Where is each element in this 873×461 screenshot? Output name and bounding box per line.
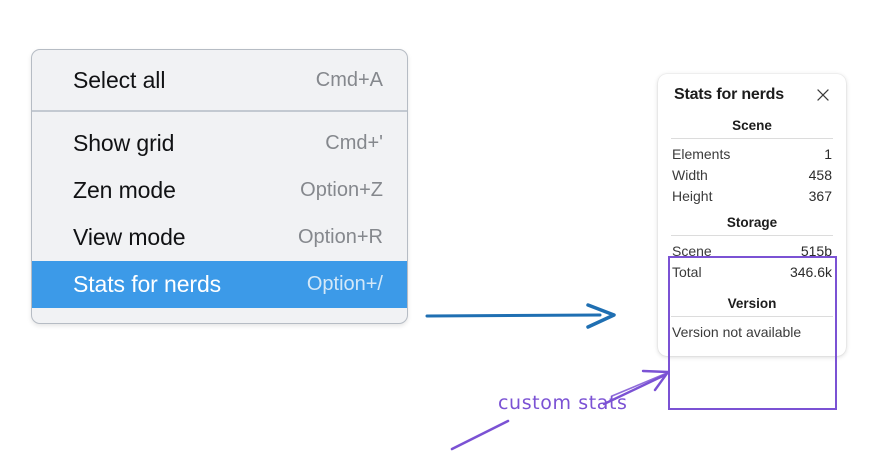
menu-item-label: View mode bbox=[73, 224, 186, 250]
menu-separator bbox=[32, 110, 407, 112]
section-heading: Version bbox=[727, 296, 777, 311]
stat-key: Scene bbox=[672, 242, 712, 259]
menu-item-label: Stats for nerds bbox=[73, 271, 222, 297]
stats-section-storage: Storage Scene 515b Total 346.6k bbox=[658, 213, 846, 282]
stat-value: 1 bbox=[824, 145, 832, 162]
stats-section-scene: Scene Elements 1 Width 458 Height 367 bbox=[658, 116, 846, 206]
menu-item-label: Show grid bbox=[73, 130, 175, 156]
menu-item-shortcut: Option+R bbox=[297, 226, 383, 248]
stat-row: Total 346.6k bbox=[658, 261, 846, 282]
menu-item-stats-for-nerds[interactable]: Stats for nerds Option+/ bbox=[32, 261, 407, 308]
stat-key: Height bbox=[672, 187, 713, 204]
menu-item-show-grid[interactable]: Show grid Cmd+' bbox=[32, 120, 407, 167]
menu-item-label: Select all bbox=[73, 67, 166, 93]
menu-item-shortcut: Option+/ bbox=[306, 273, 383, 295]
stat-value: 367 bbox=[808, 187, 832, 204]
close-icon[interactable] bbox=[814, 86, 832, 104]
menu-item-select-all[interactable]: Select all Cmd+A bbox=[32, 57, 407, 104]
panel-titlebar: Stats for nerds bbox=[658, 86, 846, 104]
stat-key: Elements bbox=[672, 145, 731, 162]
stat-key: Width bbox=[672, 166, 708, 183]
stat-key: Total bbox=[672, 263, 702, 280]
menu-item-zen-mode[interactable]: Zen mode Option+Z bbox=[32, 167, 407, 214]
menu-item-shortcut: Cmd+' bbox=[325, 132, 383, 154]
section-divider bbox=[671, 138, 833, 139]
stat-value: 458 bbox=[808, 166, 832, 183]
menu-item-shortcut: Cmd+A bbox=[315, 69, 383, 91]
stats-for-nerds-panel: Stats for nerds Scene Elements 1 Width 4… bbox=[658, 74, 846, 356]
stats-section-version: Version Version not available bbox=[658, 294, 846, 342]
menu-item-view-mode[interactable]: View mode Option+R bbox=[32, 214, 407, 261]
menu-item-shortcut: Option+Z bbox=[300, 179, 383, 201]
stat-row: Scene 515b bbox=[658, 240, 846, 261]
menu-group-primary: Select all Cmd+A bbox=[32, 50, 407, 110]
menu-group-view: Show grid Cmd+' Zen mode Option+Z View m… bbox=[32, 112, 407, 308]
custom-stats-label: custom stats bbox=[498, 392, 628, 414]
section-divider bbox=[671, 235, 833, 236]
section-divider bbox=[671, 316, 833, 317]
menu-item-label: Zen mode bbox=[73, 177, 176, 203]
stat-row: Elements 1 bbox=[658, 143, 846, 164]
section-heading: Scene bbox=[732, 118, 772, 133]
stat-value: 515b bbox=[800, 242, 832, 259]
section-heading: Storage bbox=[726, 215, 778, 230]
stat-row: Height 367 bbox=[658, 185, 846, 206]
panel-title: Stats for nerds bbox=[674, 86, 784, 103]
stat-row: Width 458 bbox=[658, 164, 846, 185]
version-note: Version not available bbox=[672, 324, 802, 340]
stat-value: 346.6k bbox=[789, 263, 832, 280]
context-menu[interactable]: Select all Cmd+A Show grid Cmd+' Zen mod… bbox=[31, 49, 408, 324]
